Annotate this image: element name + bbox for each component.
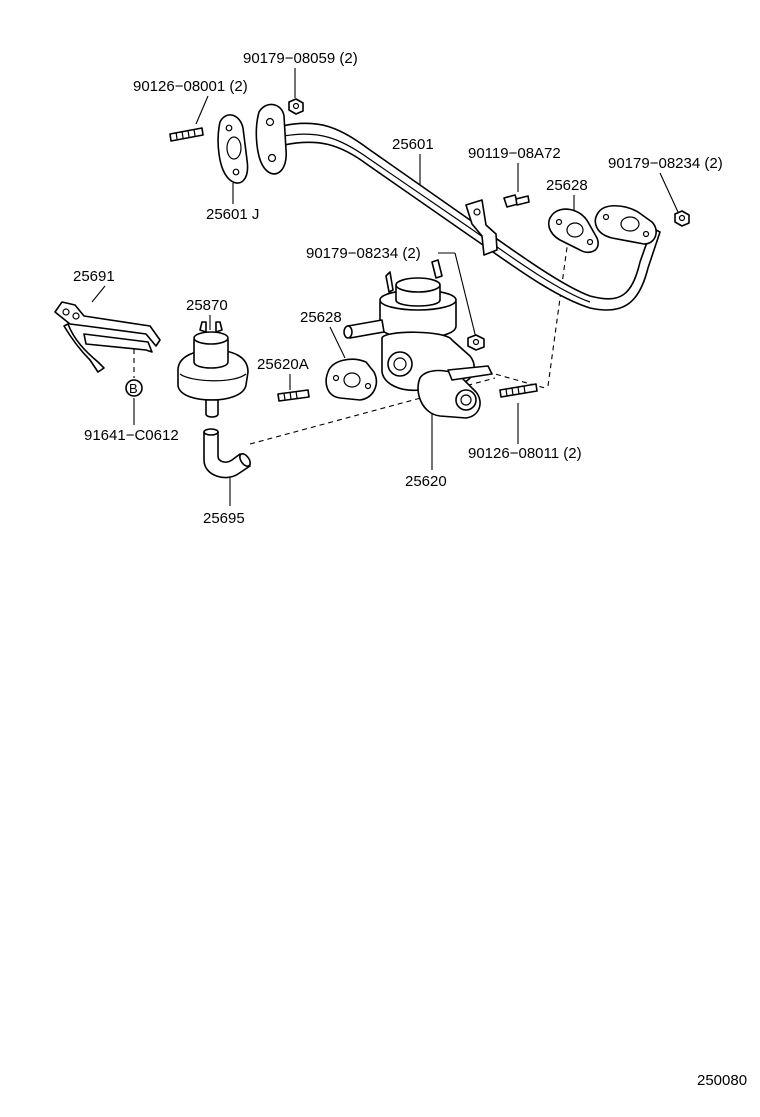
label-91641-C0612: 91641−C0612 [84, 427, 179, 444]
label-25620A: 25620A [257, 356, 309, 373]
nut-90179-08234-mid [467, 334, 485, 351]
label-90179-08234-right: 90179−08234 (2) [608, 155, 723, 172]
label-90179-08059: 90179−08059 (2) [243, 50, 358, 67]
pipe-flange-right [594, 204, 657, 245]
gasket-25628-mid [325, 358, 378, 401]
b-marker: B [125, 379, 143, 397]
figure-code: 250080 [697, 1072, 747, 1089]
egr-pipe-25601 [255, 103, 661, 311]
stud-25620A [277, 389, 310, 402]
gasket-25601J [217, 114, 249, 184]
clamp-25691 [54, 301, 161, 373]
egr-valve-25620 [343, 259, 493, 419]
label-25620: 25620 [405, 473, 447, 490]
gasket-25628-right [547, 208, 599, 254]
label-90119-08A72: 90119−08A72 [468, 145, 561, 162]
label-25695: 25695 [203, 510, 245, 527]
label-25628-mid: 25628 [300, 309, 342, 326]
hose-25695 [203, 428, 251, 479]
nut-90179-08234-right [674, 210, 690, 227]
label-90126-08001: 90126−08001 (2) [133, 78, 248, 95]
label-25691: 25691 [73, 268, 115, 285]
label-25628-right: 25628 [546, 177, 588, 194]
nut-90179-08059 [288, 98, 304, 115]
b-marker-text: B [129, 381, 138, 396]
label-90179-08234-mid: 90179−08234 (2) [306, 245, 421, 262]
stud-90126-08011 [499, 383, 538, 398]
label-25870: 25870 [186, 297, 228, 314]
dashed-guides [104, 239, 569, 445]
leader-lines [91, 68, 679, 506]
vsv-25870 [177, 321, 249, 418]
label-25601J: 25601 J [206, 206, 259, 223]
stud-90126-08001 [169, 127, 204, 142]
bolt-90119-08A72 [503, 194, 530, 208]
label-25601: 25601 [392, 136, 434, 153]
label-90126-08011: 90126−08011 (2) [468, 445, 582, 462]
